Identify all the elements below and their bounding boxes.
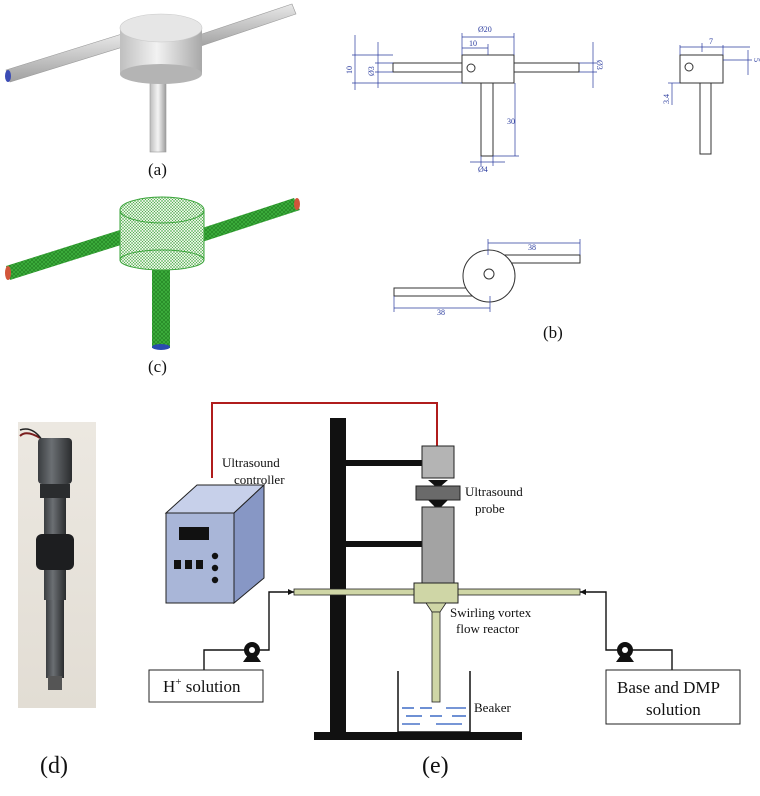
dim-7: 7 bbox=[709, 37, 713, 46]
retort-stand-base bbox=[314, 732, 522, 740]
probe-clamp bbox=[415, 485, 461, 501]
controller-display bbox=[179, 527, 209, 540]
probe-clamp-ring bbox=[36, 534, 74, 570]
dim-10-horizontal: 10 bbox=[469, 39, 477, 48]
controller-label-line1: Ultrasound bbox=[222, 455, 280, 470]
base-dmp-label-line1: Base and DMP bbox=[617, 678, 720, 697]
power-cable bbox=[211, 402, 438, 478]
panel-c-mesh: (c) bbox=[5, 196, 300, 376]
panel-a-render: (a) bbox=[5, 3, 297, 179]
dim-38-top: 38 bbox=[528, 243, 536, 252]
reactor-inlet-tube-left bbox=[5, 33, 127, 83]
drawing-vertical-tube bbox=[480, 82, 494, 157]
panel-b-dimension-labels: Ø20 10 10 Ø3 Ø3 30 Ø4 7 5 3.4 38 38 bbox=[345, 25, 760, 317]
panel-d-label: (d) bbox=[40, 753, 68, 779]
dim-38-bottom: 38 bbox=[437, 308, 445, 317]
mesh-tube-left bbox=[6, 230, 124, 280]
dim-diameter-3-right: Ø3 bbox=[595, 60, 604, 70]
h-plus-solution-label: H+ solution bbox=[163, 676, 241, 696]
base-dmp-label-line2: solution bbox=[646, 700, 701, 719]
panel-b-label: (b) bbox=[543, 323, 563, 342]
panel-d-photo: (d) bbox=[18, 422, 96, 779]
retort-stand-rod bbox=[330, 418, 346, 736]
drawing-chamber-top bbox=[462, 249, 516, 303]
dim-3-4: 3.4 bbox=[662, 94, 671, 104]
swirling-vortex-reactor bbox=[413, 582, 459, 604]
probe-head bbox=[421, 445, 455, 479]
panel-b-dimensions bbox=[352, 33, 752, 312]
controller-label-line2: controller bbox=[234, 472, 285, 487]
probe-body bbox=[421, 506, 455, 584]
beaker bbox=[397, 671, 471, 733]
dim-5: 5 bbox=[752, 58, 760, 62]
dim-diameter-20: Ø20 bbox=[478, 25, 492, 34]
base-dmp-solution-box bbox=[605, 669, 741, 725]
dim-diameter-3-left: Ø3 bbox=[367, 66, 376, 76]
probe-horn-tip bbox=[46, 600, 64, 678]
panel-c-label: (c) bbox=[148, 357, 167, 376]
probe-label-line2: probe bbox=[475, 501, 505, 516]
drawing-chamber-front bbox=[461, 54, 515, 84]
dim-diameter-4: Ø4 bbox=[478, 165, 488, 174]
panel-b-drawing bbox=[392, 54, 724, 303]
reactor-outlet-tube-right bbox=[189, 3, 297, 49]
h-plus-solution-box bbox=[148, 669, 264, 703]
probe-label-line1: Ultrasound bbox=[465, 484, 523, 499]
panel-e-schematic: Ultrasound controller Ultrasound probe S… bbox=[148, 402, 741, 779]
reactor-label-line1: Swirling vortex bbox=[450, 605, 532, 620]
reactor-label-line2: flow reactor bbox=[456, 621, 520, 636]
mesh-tube-vertical bbox=[152, 266, 170, 348]
beaker-liquid bbox=[402, 707, 466, 725]
beaker-label: Beaker bbox=[474, 700, 511, 715]
reactor-outlet-tube-vertical bbox=[149, 71, 167, 153]
dim-10-vertical: 10 bbox=[345, 66, 354, 74]
reactor-outlet-tube bbox=[431, 611, 441, 703]
probe-transducer-housing bbox=[38, 438, 72, 484]
tube-opening-blue bbox=[5, 70, 11, 82]
panel-e-label: (e) bbox=[422, 753, 449, 779]
ultrasound-controller bbox=[165, 512, 235, 604]
panel-a-label: (a) bbox=[148, 160, 167, 179]
dim-30: 30 bbox=[507, 117, 515, 126]
mesh-tube-right bbox=[190, 198, 300, 244]
drawing-chamber-side bbox=[679, 54, 724, 84]
